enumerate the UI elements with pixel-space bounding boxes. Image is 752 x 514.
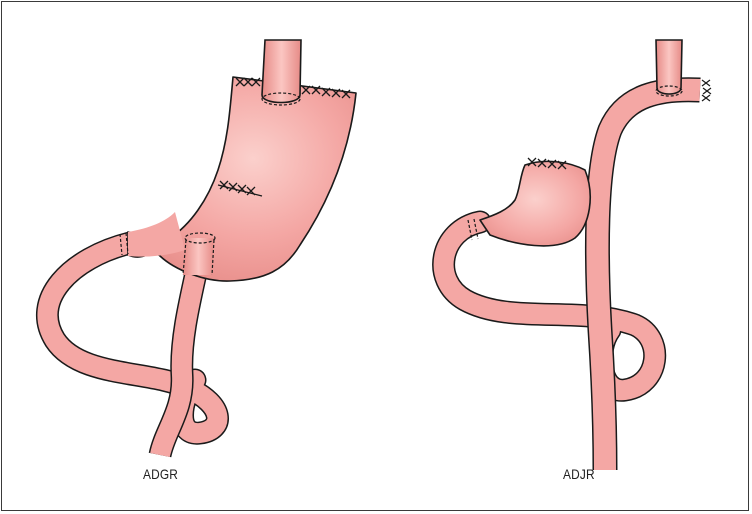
adjr-jejunal-limb [597, 90, 700, 470]
adjr-esophagus [656, 40, 682, 94]
adgr-antrum [128, 212, 185, 257]
adgr-diagram [47, 40, 356, 455]
adjr-gastric-pouch [480, 161, 590, 245]
adgr-gastrojejunal-anastomosis [183, 238, 214, 275]
adgr-label: ADGR [143, 466, 178, 482]
adjr-diagram [444, 40, 711, 470]
adjr-label: ADJR [563, 466, 595, 482]
adjr-jejunal-loop [444, 222, 655, 390]
adjr-blind-end-staples [702, 80, 711, 101]
